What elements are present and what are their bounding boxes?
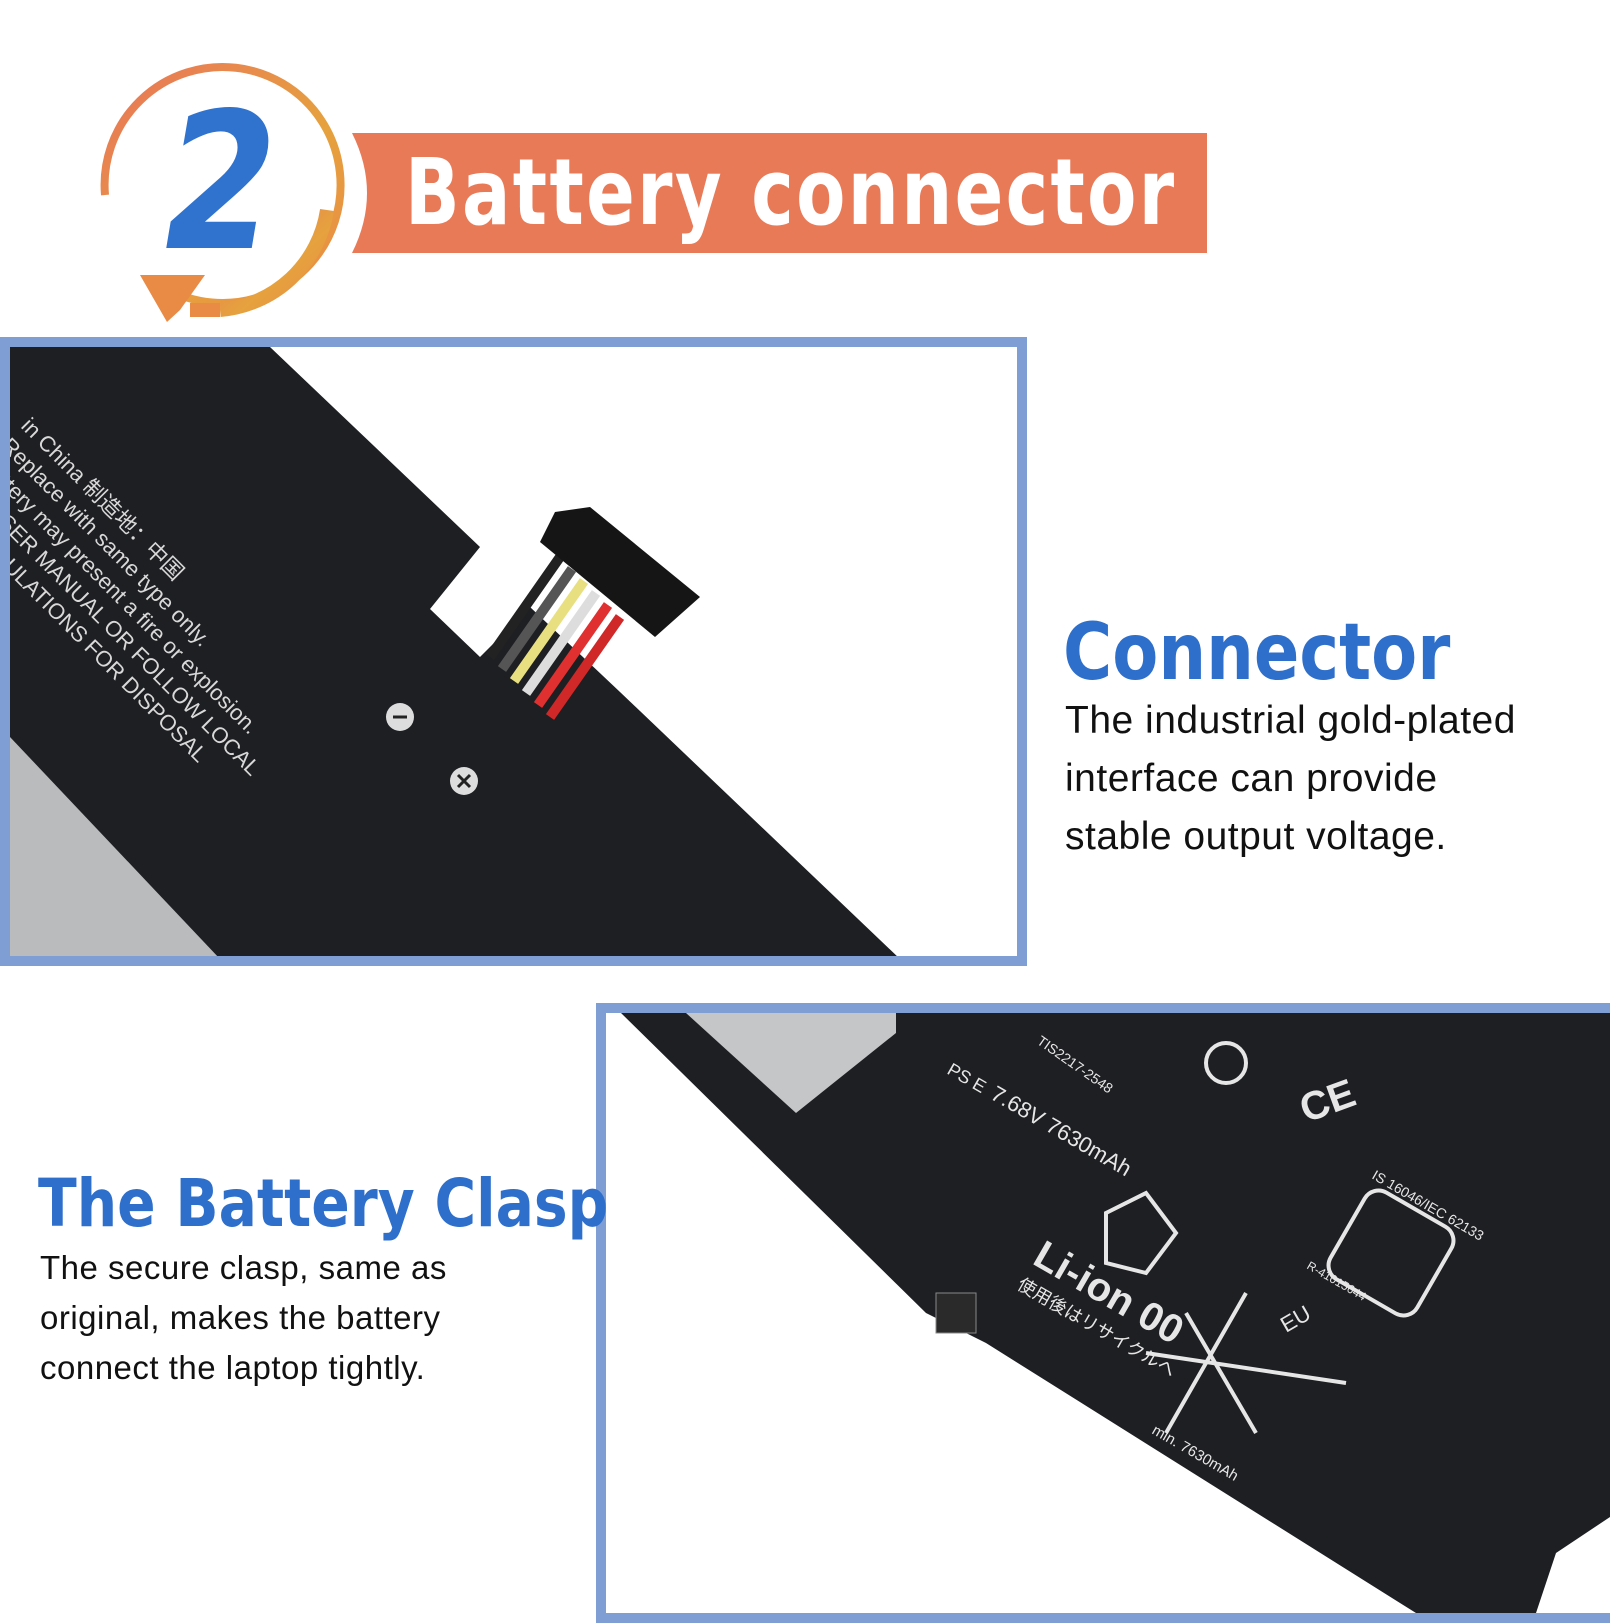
connector-plug	[540, 507, 700, 637]
connector-title: Connector	[1063, 608, 1451, 698]
recycle-icon	[1104, 1190, 1179, 1276]
connector-photo: in China 制造地：中国 Replace with same type o…	[0, 337, 1027, 966]
wire-bundle	[485, 554, 625, 720]
circular-arrow-icon	[100, 63, 345, 322]
clasp-description: The secure clasp, same as original, make…	[40, 1243, 447, 1393]
recycle-5-icon	[1204, 1041, 1248, 1085]
banner-title: Battery connector	[405, 139, 1177, 246]
clasp-tab	[935, 1292, 977, 1334]
clasp-photo: PS E 7.68V 7630mAh TIS2217-2548 CE Li-io…	[596, 1003, 1610, 1623]
title-banner	[352, 133, 1207, 253]
connector-description: The industrial gold-plated interface can…	[1065, 692, 1516, 866]
description-line: connect the laptop tightly.	[40, 1349, 426, 1386]
description-line: original, makes the battery	[40, 1299, 441, 1336]
crossed-bin-icon	[1145, 1292, 1347, 1435]
description-line: The industrial gold-plated	[1065, 699, 1516, 742]
clasp-title: The Battery Clasp	[38, 1165, 609, 1242]
certification-logo	[1326, 1188, 1456, 1318]
step-number: 2	[165, 72, 277, 293]
description-line: stable output voltage.	[1065, 815, 1447, 858]
description-line: interface can provide	[1065, 757, 1438, 800]
description-line: The secure clasp, same as	[40, 1249, 447, 1286]
